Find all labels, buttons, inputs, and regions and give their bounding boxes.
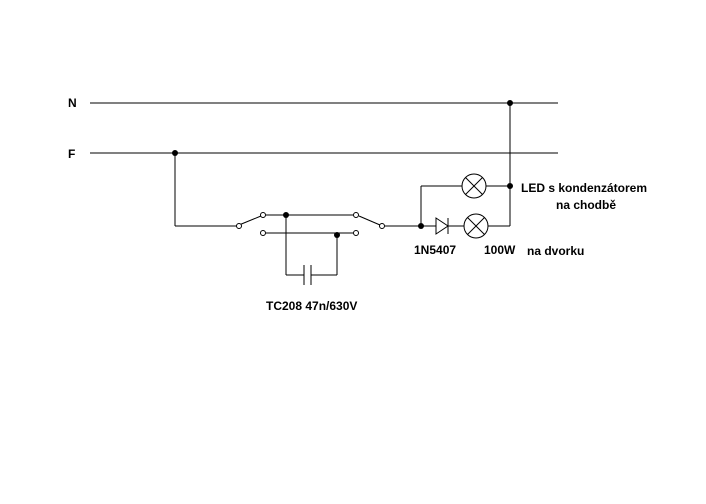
phase-feed-wire (174, 153, 237, 227)
led-label-line2: na chodbě (556, 198, 616, 212)
neutral-label: N (68, 96, 77, 110)
led-return-junction-dot (507, 183, 513, 189)
traveller-wires (266, 214, 353, 234)
capacitor-bridge-wire (285, 215, 338, 276)
changeover-switch-1 (236, 212, 266, 236)
bulb-power-label: 100W (484, 243, 516, 257)
led-lamp-symbol (461, 173, 487, 199)
bulb-lamp-symbol (463, 213, 489, 239)
capacitor-symbol (303, 265, 312, 285)
bulb-location-label: na dvorku (527, 244, 584, 258)
led-branch-wire (420, 185, 510, 226)
phase-label: F (68, 147, 75, 161)
diode-label: 1N5407 (414, 243, 456, 257)
neutral-junction-dot (507, 100, 513, 106)
diode-symbol (435, 217, 449, 235)
led-label-line1: LED s kondenzátorem (521, 181, 647, 195)
changeover-switch-2 (353, 212, 385, 236)
capacitor-label: TC208 47n/630V (266, 299, 357, 313)
phase-junction-dot (172, 150, 178, 156)
